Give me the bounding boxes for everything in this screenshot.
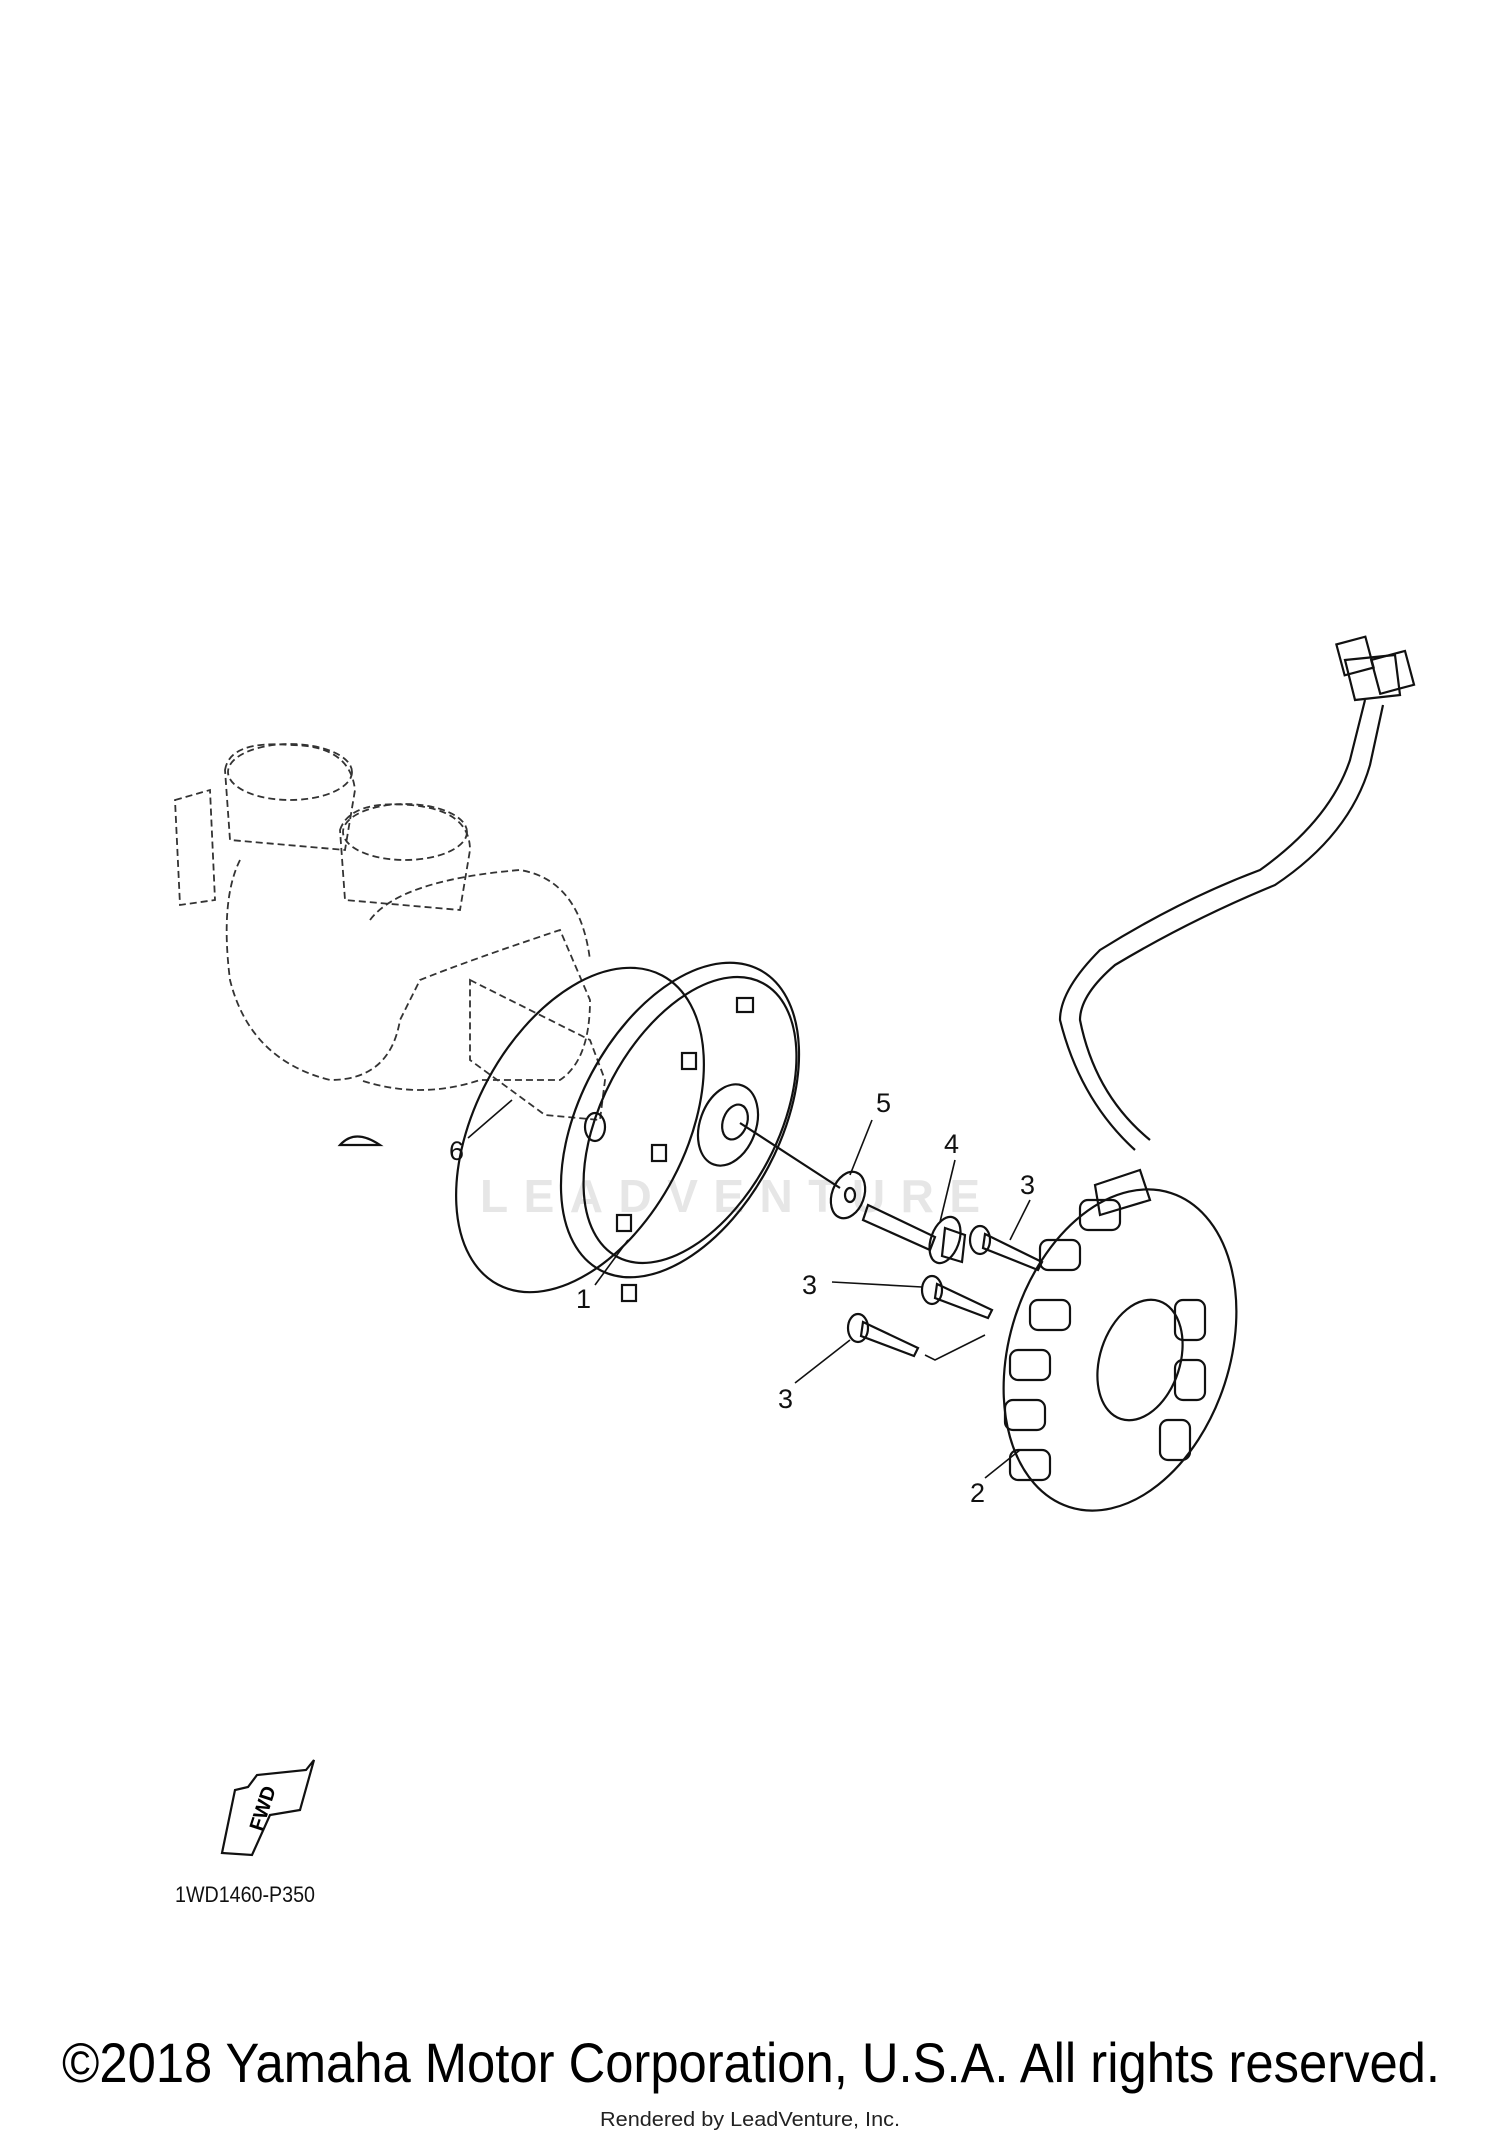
stator-coil [1002, 1168, 1238, 1512]
callout-3: 3 [802, 1270, 817, 1300]
callout-2: 2 [970, 1478, 985, 1508]
drawing-code: 1WD1460-P350 [175, 1882, 315, 1907]
washer [829, 1170, 867, 1220]
copyright-notice: ©2018 Yamaha Motor Corporation, U.S.A. A… [62, 2031, 1440, 2094]
callout-4: 4 [944, 1129, 959, 1159]
stator-screw [968, 1224, 1044, 1272]
forward-direction-arrow: FWD [220, 1759, 316, 1857]
callout-3: 3 [1020, 1170, 1035, 1200]
rendered-by-notice: Rendered by LeadVenture, Inc. [600, 2109, 900, 2131]
callout-3: 3 [778, 1384, 793, 1414]
stator-screw [920, 1274, 994, 1320]
leader-lines [467, 1099, 1031, 1479]
flywheel-rotor [455, 961, 801, 1303]
callout-5: 5 [876, 1088, 891, 1118]
crankshaft-assembly [174, 743, 607, 1143]
callout-6: 6 [449, 1136, 464, 1166]
woodruff-key [337, 1135, 384, 1147]
stator-screw [846, 1312, 920, 1358]
callout-1: 1 [576, 1284, 591, 1314]
wire-harness [1058, 635, 1416, 1151]
fwd-label: FWD [246, 1783, 281, 1833]
flange-bolt [861, 1203, 967, 1265]
